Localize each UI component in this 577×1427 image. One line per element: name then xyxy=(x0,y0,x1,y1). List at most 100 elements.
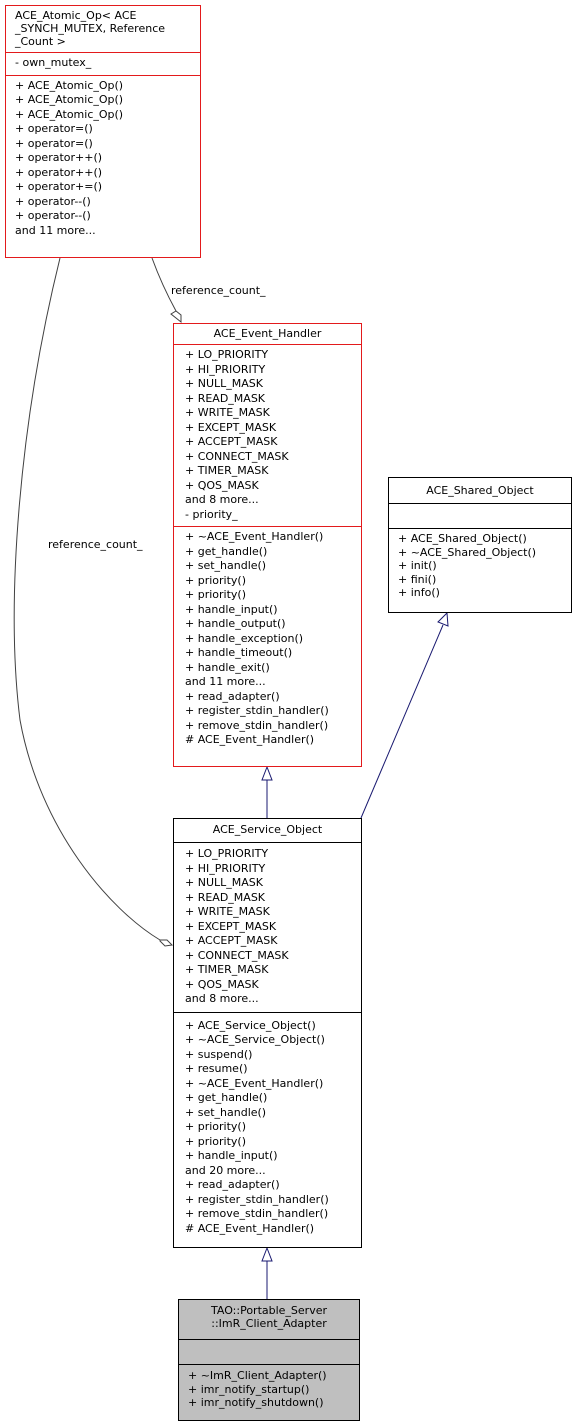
aggregation-diamond-service-object xyxy=(159,939,174,947)
more-attributes-link[interactable]: and 8 more... xyxy=(185,493,259,506)
class-title: ACE_Event_Handler xyxy=(174,324,361,344)
more-methods-link[interactable]: and 11 more... xyxy=(15,223,96,237)
attributes-section: + LO_PRIORITY + HI_PRIORITY + NULL_MASK … xyxy=(174,344,361,526)
class-box-ace-service-object[interactable]: ACE_Service_Object + LO_PRIORITY + HI_PR… xyxy=(173,818,362,1248)
attributes-section: - own_mutex_ xyxy=(6,52,200,75)
class-box-ace-event-handler[interactable]: ACE_Event_Handler + LO_PRIORITY + HI_PRI… xyxy=(173,323,362,767)
class-title: ACE_Atomic_Op< ACE _SYNCH_MUTEX, Referen… xyxy=(6,6,200,52)
attribute-item: + HI_PRIORITY xyxy=(185,362,266,376)
attribute-item: + ACCEPT_MASK xyxy=(185,934,278,947)
attributes-section: + LO_PRIORITY + HI_PRIORITY + NULL_MASK … xyxy=(174,842,361,1012)
methods-section: + ACE_Atomic_Op() + ACE_Atomic_Op() + AC… xyxy=(6,74,200,243)
class-box-ace-atomic-op[interactable]: ACE_Atomic_Op< ACE _SYNCH_MUTEX, Referen… xyxy=(5,5,201,258)
attribute-item: + READ_MASK xyxy=(185,391,266,405)
methods-section: + ~ImR_Client_Adapter() + imr_notify_sta… xyxy=(179,1364,359,1414)
attribute-item: + QOS_MASK xyxy=(185,977,259,991)
attribute-item: - priority_ xyxy=(185,507,238,521)
method-item: + fini() xyxy=(398,572,437,586)
method-item: + read_adapter() xyxy=(185,689,280,703)
method-item: + operator+=() xyxy=(15,180,103,193)
attribute-item: + CONNECT_MASK xyxy=(185,449,289,463)
assoc-edge-atomic-to-service-object xyxy=(13,257,161,941)
attribute-item: - own_mutex_ xyxy=(15,56,92,69)
methods-section: + ACE_Service_Object() + ~ACE_Service_Ob… xyxy=(174,1011,361,1241)
attribute-item: + WRITE_MASK xyxy=(185,905,270,918)
attribute-item: + EXCEPT_MASK xyxy=(185,420,277,434)
method-item: + priority() xyxy=(185,573,246,587)
title-line: ::ImR_Client_Adapter xyxy=(211,1317,327,1330)
method-item: + ACE_Atomic_Op() xyxy=(15,93,124,106)
attribute-item: + HI_PRIORITY xyxy=(185,861,266,875)
method-item: + resume() xyxy=(185,1062,248,1075)
class-title: ACE_Service_Object xyxy=(174,819,361,842)
attribute-item: + EXCEPT_MASK xyxy=(185,919,277,933)
class-title: TAO::Portable_Server ::ImR_Client_Adapte… xyxy=(179,1300,359,1334)
method-item: + handle_timeout() xyxy=(185,646,293,659)
class-box-ace-shared-object[interactable]: ACE_Shared_Object + ACE_Shared_Object() … xyxy=(388,477,572,613)
attribute-item: + WRITE_MASK xyxy=(185,406,270,419)
method-item: + ~ACE_Event_Handler() xyxy=(185,530,324,543)
methods-section: + ~ACE_Event_Handler() + get_handle() + … xyxy=(174,526,361,752)
attribute-item: + ACCEPT_MASK xyxy=(185,435,278,448)
method-item: + imr_notify_shutdown() xyxy=(188,1396,324,1409)
attribute-item: + NULL_MASK xyxy=(185,876,263,889)
method-item: + handle_input() xyxy=(185,1149,278,1162)
method-item: + handle_input() xyxy=(185,602,278,616)
more-attributes-link[interactable]: and 8 more... xyxy=(185,992,259,1005)
title-line: ACE_Event_Handler xyxy=(213,327,322,340)
edge-label-reference-count: reference_count_ xyxy=(171,284,266,297)
attribute-item: + QOS_MASK xyxy=(185,478,259,492)
method-item: + info() xyxy=(398,586,440,599)
method-item: + register_stdin_handler() xyxy=(185,704,329,717)
class-box-imr-client-adapter: TAO::Portable_Server ::ImR_Client_Adapte… xyxy=(178,1299,360,1421)
method-item: + ACE_Shared_Object() xyxy=(398,532,527,545)
method-item: + get_handle() xyxy=(185,544,268,558)
inherit-arrow-service-object xyxy=(261,1246,273,1262)
method-item: + handle_exit() xyxy=(185,660,270,674)
inherit-arrow-event-handler xyxy=(261,765,273,781)
attributes-section xyxy=(389,503,571,528)
more-methods-link[interactable]: and 20 more... xyxy=(185,1163,266,1177)
method-item: # ACE_Event_Handler() xyxy=(185,733,315,746)
method-item: + operator=() xyxy=(15,136,93,150)
class-title: ACE_Shared_Object xyxy=(389,478,571,503)
method-item: + suspend() xyxy=(185,1047,253,1061)
assoc-edge-atomic-to-event-handler xyxy=(151,257,177,312)
title-line: _Count > xyxy=(15,35,66,48)
method-item: + ~ImR_Client_Adapter() xyxy=(188,1369,327,1382)
method-item: + operator++() xyxy=(15,151,103,164)
method-item: + remove_stdin_handler() xyxy=(185,1207,329,1220)
method-item: + register_stdin_handler() xyxy=(185,1192,329,1206)
aggregation-diamond-event-handler xyxy=(170,310,182,324)
method-item: + ACE_Atomic_Op() xyxy=(15,78,124,92)
method-item: + operator=() xyxy=(15,122,93,135)
attribute-item: + TIMER_MASK xyxy=(185,464,269,477)
method-item: + handle_exception() xyxy=(185,631,304,645)
attribute-item: + TIMER_MASK xyxy=(185,963,269,976)
attribute-item: + LO_PRIORITY xyxy=(185,847,269,860)
method-item: + ACE_Atomic_Op() xyxy=(15,107,124,121)
method-item: + ~ACE_Shared_Object() xyxy=(398,545,537,559)
method-item: + ~ACE_Service_Object() xyxy=(185,1033,325,1046)
method-item: + operator--() xyxy=(15,194,91,208)
method-item: + get_handle() xyxy=(185,1091,268,1104)
title-line: ACE_Shared_Object xyxy=(426,484,534,497)
methods-section: + ACE_Shared_Object() + ~ACE_Shared_Obje… xyxy=(389,528,571,604)
title-line: ACE_Atomic_Op< ACE xyxy=(15,9,137,22)
method-item: + operator++() xyxy=(15,165,103,179)
attribute-item: + READ_MASK xyxy=(185,890,266,904)
attribute-item: + CONNECT_MASK xyxy=(185,948,289,962)
method-item: + priority() xyxy=(185,1120,246,1133)
inherit-arrow-shared-object xyxy=(437,611,449,627)
method-item: + ACE_Service_Object() xyxy=(185,1018,316,1032)
attribute-item: + LO_PRIORITY xyxy=(185,348,269,361)
title-line: TAO::Portable_Server xyxy=(211,1304,327,1317)
method-item: + priority() xyxy=(185,1134,246,1148)
attributes-section xyxy=(179,1339,359,1364)
method-item: + ~ACE_Event_Handler() xyxy=(185,1076,324,1090)
method-item: # ACE_Event_Handler() xyxy=(185,1221,315,1235)
attribute-item: + NULL_MASK xyxy=(185,377,263,390)
title-line: ACE_Service_Object xyxy=(212,823,323,836)
more-methods-link[interactable]: and 11 more... xyxy=(185,675,266,688)
